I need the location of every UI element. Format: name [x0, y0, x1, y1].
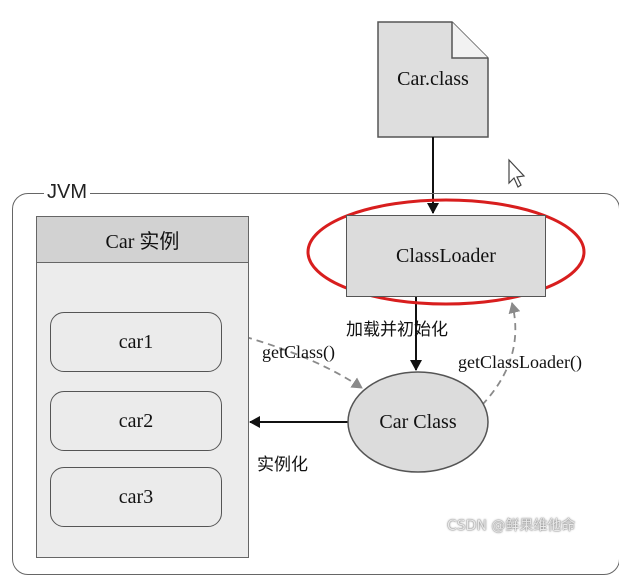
label-load-init: 加载并初始化: [346, 320, 448, 340]
class-file-fold: [451, 22, 488, 59]
jvm-classloading-diagram: JVM Car 实例 car1 car2 car3 Car.class Clas…: [12, 21, 619, 575]
instance-car3: car3: [50, 467, 222, 527]
jvm-label: JVM: [44, 181, 90, 204]
arrow-getclassloader: [481, 302, 521, 406]
car-class-label: Car Class: [379, 410, 457, 433]
diagram-canvas: [221, 21, 586, 473]
highlight-ellipse: [306, 198, 586, 306]
instance-car1: car1: [50, 312, 222, 372]
cursor-icon: [508, 158, 526, 188]
watermark: CSDN @鲜果维他命: [447, 518, 576, 534]
car-instances-panel: Car 实例 car1 car2 car3: [36, 216, 249, 558]
car-class-ellipse: [347, 371, 489, 473]
class-loader-box: ClassLoader: [346, 215, 546, 297]
instance-car2: car2: [50, 391, 222, 451]
label-getclassloader: getClassLoader(): [458, 352, 582, 372]
car-instances-title: Car 实例: [37, 217, 248, 263]
label-instantiate: 实例化: [257, 455, 308, 475]
class-file-label: Car.class: [397, 68, 469, 90]
label-getclass: getClass(): [262, 342, 335, 362]
